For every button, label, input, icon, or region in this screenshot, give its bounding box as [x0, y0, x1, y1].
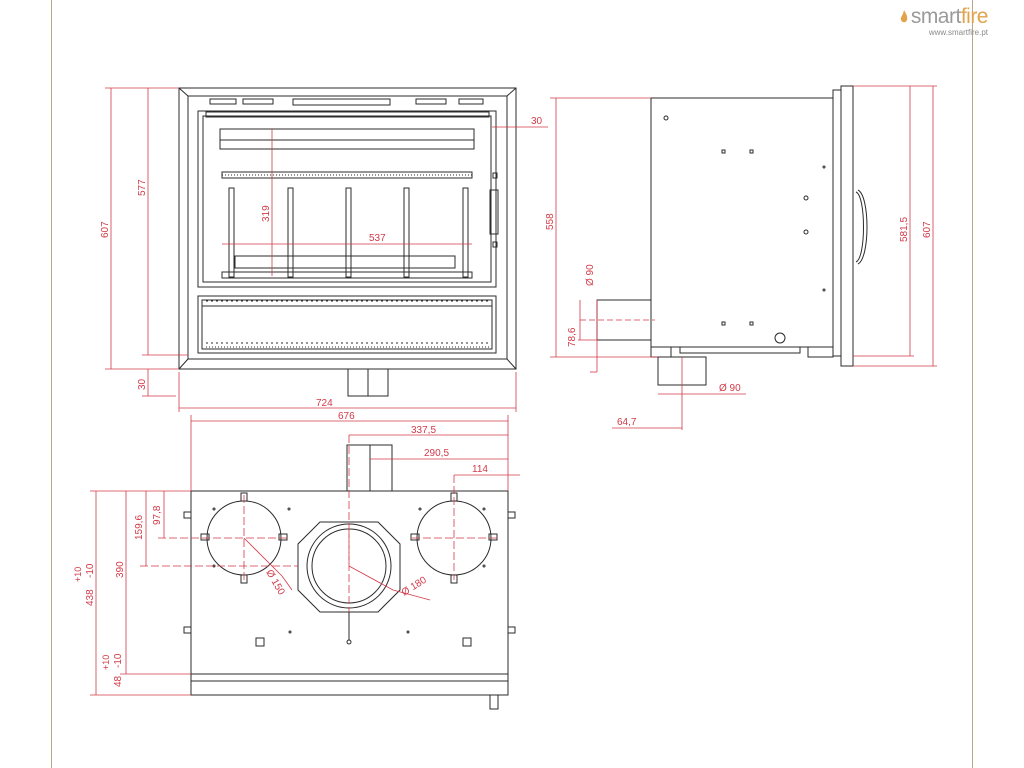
- dimension-lines: [90, 85, 937, 696]
- dim-side-height-a: 581,5: [899, 217, 910, 242]
- dim-top-dia-150: Ø 150: [263, 568, 286, 597]
- dim-side-depth: 558: [545, 213, 556, 230]
- dim-top-390: 390: [115, 561, 126, 578]
- brand-logo: smartfire www.smartfire.pt: [899, 5, 989, 38]
- dim-side-height-b: 607: [922, 221, 933, 238]
- brand-name-fire: fire: [960, 5, 989, 28]
- brand-name-smart: smart: [910, 5, 962, 28]
- flame-icon: [900, 10, 908, 23]
- dim-glass-height: 319: [261, 205, 272, 222]
- brand-url: www.smartfire.pt: [928, 28, 988, 37]
- dim-top-48: 48: [113, 675, 124, 687]
- dim-side-inlet-diameter: Ø 90: [585, 264, 596, 286]
- dim-front-outer-width: 724: [316, 398, 333, 409]
- dim-front-inner-height: 577: [137, 179, 148, 196]
- front-view: [178, 87, 517, 397]
- dim-top-159: 159,6: [134, 515, 145, 540]
- dim-top-290: 290,5: [424, 448, 449, 459]
- dim-glass-width: 537: [369, 233, 386, 244]
- dim-front-frame-offset: 30: [531, 116, 543, 127]
- dim-top-48-tol-plus: +10: [101, 655, 111, 670]
- left-frame-line: [51, 0, 52, 768]
- dim-top-48-tol-minus: -10: [113, 653, 124, 668]
- top-view: [183, 444, 516, 710]
- dim-top-438-tol-plus: +10: [73, 567, 83, 582]
- dim-front-inner-width: 676: [338, 411, 355, 422]
- side-view: [596, 85, 868, 386]
- dim-top-438: 438: [85, 589, 96, 606]
- dim-top-337: 337,5: [411, 425, 436, 436]
- dim-top-438-tol-minus: -10: [85, 563, 96, 578]
- dim-top-114: 114: [472, 464, 488, 475]
- dim-top-97: 97,8: [152, 505, 163, 525]
- right-frame-line: [972, 0, 973, 768]
- dim-side-inlet-height: 78,6: [567, 327, 578, 347]
- dim-front-outer-height: 607: [100, 221, 111, 238]
- dim-top-dia-180: Ø 180: [400, 575, 429, 599]
- dim-side-bottom-offset: 64,7: [617, 417, 637, 428]
- dim-side-bottom-inlet-diameter: Ø 90: [719, 383, 741, 394]
- brand-wordmark: smartfire: [899, 5, 989, 28]
- dim-front-base: 30: [137, 378, 148, 390]
